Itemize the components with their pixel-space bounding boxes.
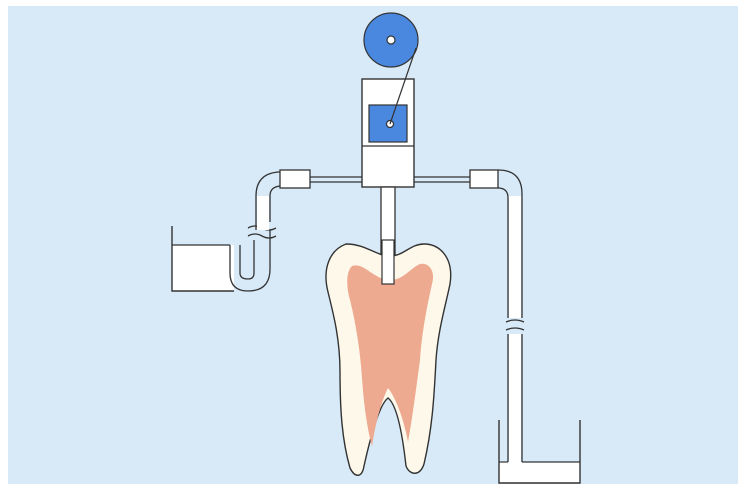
pulley xyxy=(364,13,418,67)
right-tube-fill xyxy=(509,196,521,318)
right-tube-fill-lower xyxy=(509,334,521,462)
canal-tube xyxy=(382,240,394,284)
left-tube-fill xyxy=(257,196,269,230)
